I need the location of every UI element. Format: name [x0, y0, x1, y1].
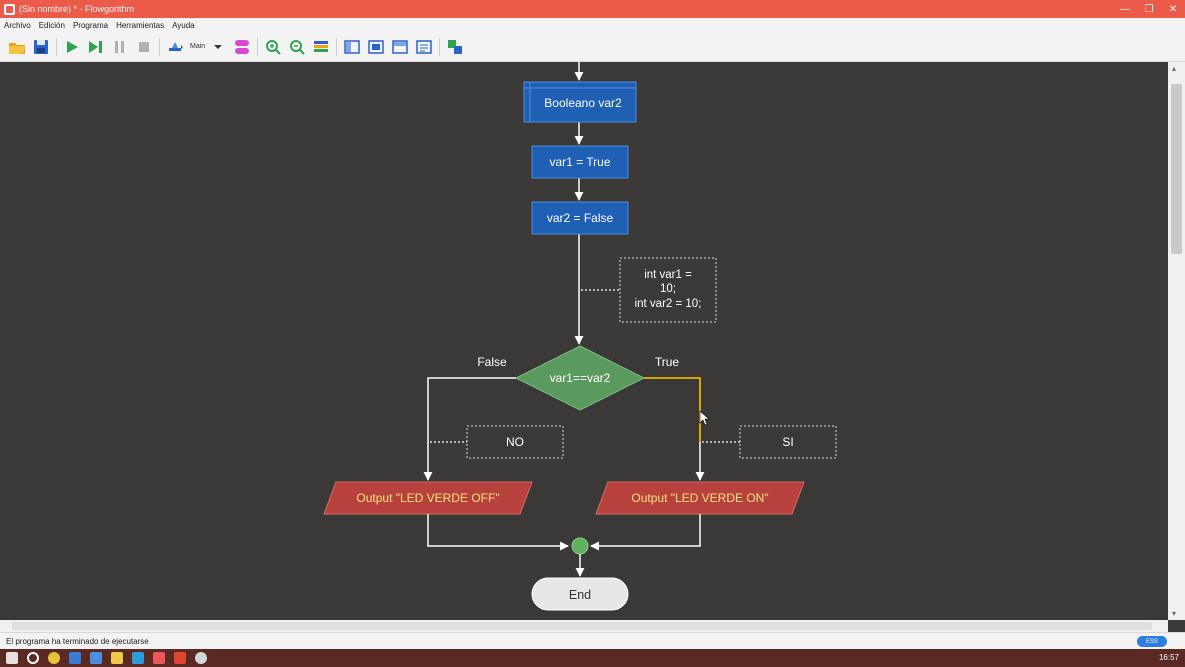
mouse-cursor-icon [699, 410, 710, 426]
pause-icon[interactable] [111, 38, 129, 56]
app-icon[interactable] [132, 652, 144, 664]
decision-label: var1==var2 [550, 371, 611, 385]
toolbar: Main [0, 32, 1185, 62]
false-branch-label: False [477, 355, 507, 369]
comment-si[interactable]: SI [702, 425, 837, 459]
horizontal-scroll-thumb[interactable] [12, 622, 1152, 630]
minimize-button[interactable]: — [1120, 3, 1130, 15]
translate-icon[interactable] [446, 38, 464, 56]
restore-button[interactable]: ❐ [1144, 3, 1154, 15]
menu-ayuda[interactable]: Ayuda [172, 20, 195, 30]
window-icon[interactable] [367, 38, 385, 56]
output-false-block[interactable]: Output "LED VERDE OFF" [323, 481, 533, 515]
run-icon[interactable] [63, 38, 81, 56]
assign-var1-label: var1 = True [549, 155, 610, 169]
assign-var2-label: var2 = False [547, 211, 614, 225]
output-true-label: Output "LED VERDE ON" [631, 491, 768, 505]
merge-line-right [590, 514, 701, 551]
comment-line-2: 10; [660, 283, 676, 295]
declare-label: Booleano var2 [544, 96, 622, 110]
end-label: End [569, 588, 591, 602]
toolbar-separator [439, 37, 441, 56]
true-branch-label: True [655, 355, 680, 369]
scroll-up-icon[interactable]: ▴ [1172, 64, 1177, 73]
scroll-down-icon[interactable]: ▾ [1172, 609, 1177, 618]
comment-block[interactable]: int var1 = 10; int var2 = 10; [581, 257, 717, 323]
output-true-block[interactable]: Output "LED VERDE ON" [595, 481, 805, 515]
assign-var1-block[interactable]: var1 = True [531, 145, 629, 179]
output-false-label: Output "LED VERDE OFF" [356, 491, 499, 505]
menu-programa[interactable]: Programa [72, 20, 109, 30]
menu-edicion[interactable]: Edición [38, 20, 65, 30]
os-taskbar: 16:57 [0, 649, 1185, 667]
window-title: (Sin nombre) * - Flowgorithm [19, 4, 135, 14]
false-branch-line [423, 377, 516, 481]
vertical-scroll-thumb[interactable] [1171, 84, 1182, 254]
assign-var2-block[interactable]: var2 = False [531, 201, 629, 235]
folder-icon[interactable] [111, 652, 123, 664]
function-select[interactable]: Main [190, 43, 206, 50]
flowchart-canvas[interactable]: Booleano var2 var1 = True var2 = False i… [0, 62, 1168, 620]
chevron-down-icon[interactable] [209, 38, 227, 56]
title-bar: (Sin nombre) * - Flowgorithm — ❐ ✕ [0, 0, 1185, 18]
flowgorithm-task-icon[interactable] [174, 652, 186, 664]
horizontal-scrollbar[interactable] [0, 620, 1168, 632]
layers-icon[interactable] [312, 38, 330, 56]
comment-no-label: NO [506, 435, 524, 449]
menu-bar: Archivo Edición Programa Herramientas Ay… [0, 18, 1185, 32]
browser-icon[interactable] [48, 652, 60, 664]
comment-si-label: SI [782, 435, 793, 449]
speed-icon[interactable] [166, 38, 184, 56]
toolbar-separator [336, 37, 338, 56]
merge-connector[interactable] [571, 537, 589, 555]
mail-icon[interactable] [90, 652, 102, 664]
status-message: El programa ha terminado de ejecutarse [6, 636, 149, 646]
layout-icon[interactable] [343, 38, 361, 56]
zoom-in-icon[interactable] [264, 38, 282, 56]
declare-block[interactable]: Booleano var2 [523, 81, 637, 123]
app-icon[interactable] [195, 652, 207, 664]
toolbar-separator [56, 37, 57, 56]
zoom-out-icon[interactable] [288, 38, 306, 56]
windows-start-icon[interactable] [6, 652, 18, 664]
step-icon[interactable] [87, 38, 105, 56]
toolbar-separator [257, 37, 259, 56]
console-icon[interactable] [391, 38, 409, 56]
close-button[interactable]: ✕ [1168, 3, 1178, 15]
app-icon [4, 3, 15, 15]
comment-line-3: int var2 = 10; [635, 298, 702, 310]
vertical-scrollbar[interactable]: ▴ ▾ [1168, 62, 1185, 620]
status-badge[interactable]: ESS [1137, 636, 1167, 647]
decision-block[interactable]: var1==var2 [514, 345, 646, 411]
menu-archivo[interactable]: Archivo [4, 20, 31, 30]
comment-no[interactable]: NO [430, 425, 564, 459]
variables-icon[interactable] [415, 38, 433, 56]
true-branch-highlight [644, 377, 701, 442]
toolbar-separator [159, 37, 160, 56]
merge-line-left [427, 514, 569, 551]
store-icon[interactable] [69, 652, 81, 664]
save-icon[interactable] [32, 38, 50, 56]
search-icon[interactable] [27, 652, 39, 664]
clock: 16:57 [1158, 653, 1179, 662]
open-folder-icon[interactable] [8, 38, 26, 56]
app-icon[interactable] [153, 652, 165, 664]
status-bar: El programa ha terminado de ejecutarse E… [0, 632, 1185, 649]
comment-line-1: int var1 = [644, 269, 692, 281]
menu-herramientas[interactable]: Herramientas [116, 20, 165, 30]
end-terminal[interactable]: End [531, 577, 629, 611]
stop-icon[interactable] [135, 38, 153, 56]
functions-icon[interactable] [233, 38, 251, 56]
